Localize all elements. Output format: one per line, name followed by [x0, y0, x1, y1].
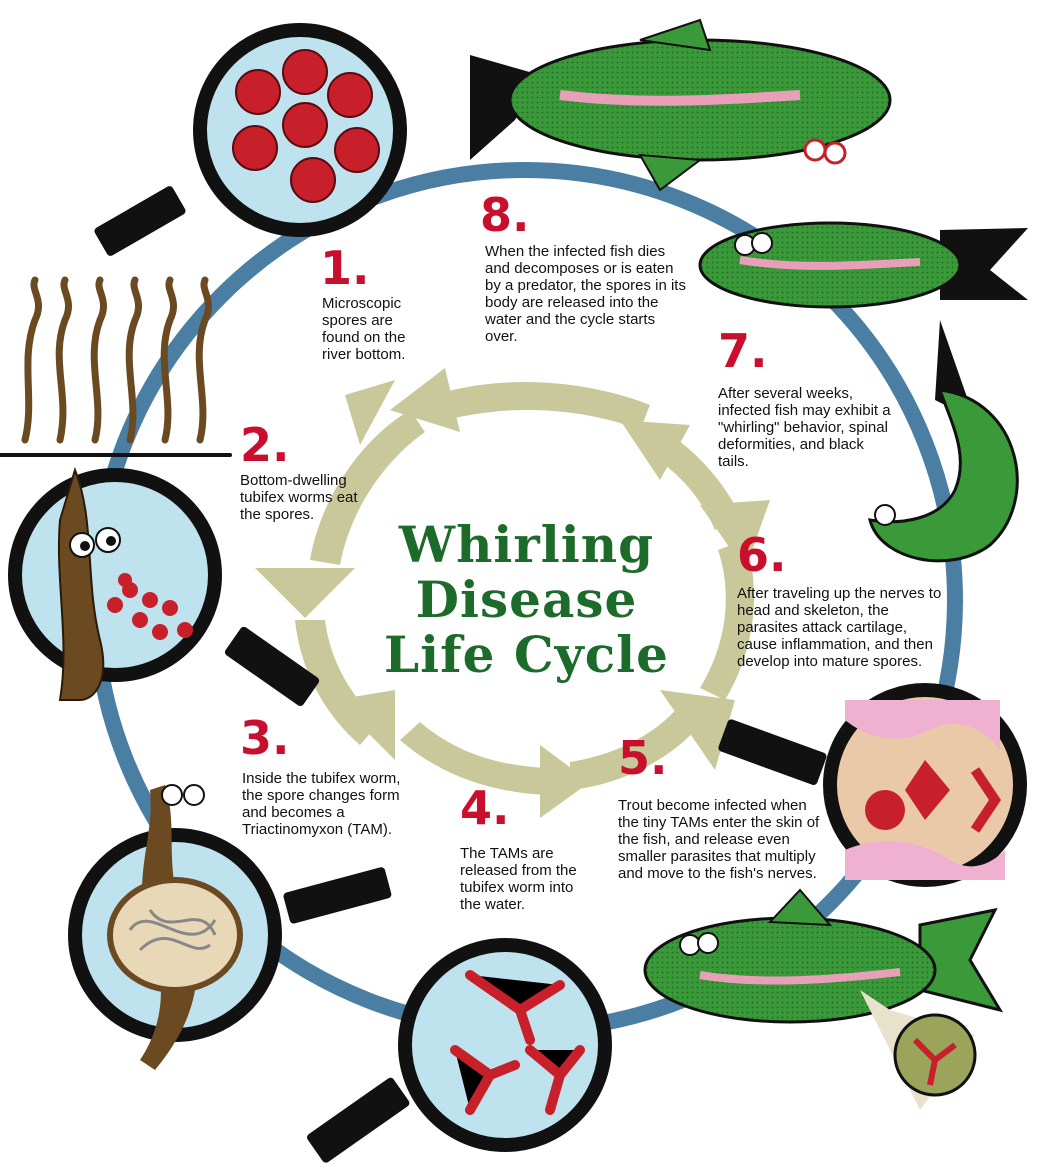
arrow-8-to-2: [445, 382, 650, 430]
step-6-text: After traveling up the nerves to head an…: [737, 585, 942, 670]
step-2-number: 2.: [240, 422, 289, 468]
step-5-number: 5.: [618, 735, 667, 781]
step-4-text: The TAMs are released from the tubifex w…: [460, 845, 590, 913]
fish-whirling-icon: [700, 223, 1028, 307]
step-7-number: 7.: [718, 328, 767, 374]
step-6-number: 6.: [737, 532, 786, 578]
title-line-1: Whirling: [0, 520, 1053, 570]
step-4-number: 4.: [460, 785, 509, 831]
river-weeds: [0, 280, 230, 455]
step-1-text: Microscopic spores are found on the rive…: [322, 295, 427, 363]
step-7-text: After several weeks, infected fish may e…: [718, 385, 898, 470]
magnifier-spores-icon: [93, 30, 400, 257]
step-1-number: 1.: [320, 245, 369, 291]
step-8-number: 8.: [480, 192, 529, 238]
fish-infected-icon: [645, 890, 1000, 1110]
step-3-number: 3.: [240, 715, 289, 761]
magnifier-tam-icon: [305, 945, 605, 1164]
step-5-text: Trout become infected when the tiny TAMs…: [618, 797, 828, 882]
step-2-text: Bottom-dwelling tubifex worms eat the sp…: [240, 472, 365, 523]
step-8-text: When the infected fish dies and decompos…: [485, 243, 690, 345]
step-3-text: Inside the tubifex worm, the spore chang…: [242, 770, 422, 838]
